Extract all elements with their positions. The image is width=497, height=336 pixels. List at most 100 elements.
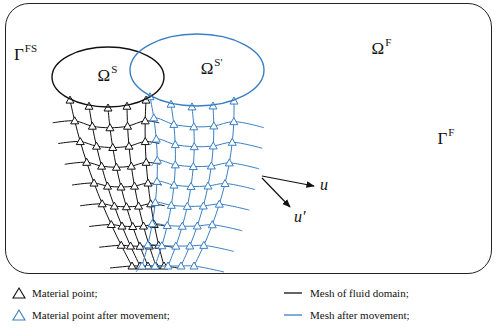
material-point: [189, 163, 197, 170]
displacement-label: u': [292, 208, 307, 226]
material-point: [153, 156, 161, 163]
legend-text: Material point;: [32, 287, 98, 299]
ellipse-outline: [129, 33, 265, 107]
legend-sample: [12, 308, 26, 322]
material-point: [106, 124, 114, 131]
material-point: [215, 200, 223, 207]
material-point: [127, 242, 135, 249]
material-point: [124, 122, 132, 129]
material-point: [90, 179, 98, 186]
material-point: [199, 202, 207, 209]
legend-sample: [282, 286, 304, 300]
material-point: [167, 201, 175, 208]
ellipse-outline: [130, 34, 264, 106]
solid-domain: ΩS': [129, 33, 265, 107]
mesh-line: [150, 139, 262, 148]
material-point: [104, 104, 112, 111]
material-point: [151, 262, 159, 269]
material-point: [129, 223, 137, 230]
domain-symbol: ΓF: [438, 130, 455, 149]
material-point: [118, 222, 126, 229]
material-point: [230, 118, 238, 125]
material-point: [144, 241, 152, 248]
material-point: [177, 262, 185, 269]
mesh-line: [168, 107, 194, 266]
material-point: [117, 183, 125, 190]
displacement-arrow: [262, 176, 314, 186]
material-point: [135, 202, 143, 209]
material-point: [127, 162, 135, 169]
material-point: [128, 262, 136, 269]
mesh-line: [70, 100, 132, 266]
material-point: [104, 182, 112, 189]
solid-domain: ΩS: [51, 46, 165, 108]
material-point: [171, 161, 179, 168]
material-point: [117, 241, 125, 248]
material-point: [190, 123, 198, 130]
displacement-label: u: [318, 176, 330, 194]
legend-sample: [282, 308, 304, 322]
material-point: [172, 242, 180, 249]
legend-text: Material point after movement;: [32, 309, 170, 321]
legend-entry: Material point after movement;: [12, 308, 170, 322]
material-point: [125, 142, 133, 149]
material-point: [83, 158, 91, 165]
material-point: [158, 242, 166, 249]
material-point: [190, 262, 198, 269]
material-point: [71, 117, 79, 124]
displacement-arrow: [262, 178, 290, 207]
material-point: [136, 242, 144, 249]
material-point: [153, 177, 161, 184]
material-point: [178, 222, 186, 229]
mesh-line: [151, 181, 255, 189]
material-point: [193, 222, 201, 229]
material-point: [210, 122, 218, 129]
legend-entry: Material point;: [12, 286, 98, 300]
material-point: [171, 141, 179, 148]
material-point: [142, 158, 150, 165]
material-point: [109, 144, 117, 151]
material-point: [170, 120, 178, 127]
material-point: [112, 163, 120, 170]
ellipse-outline: [52, 47, 164, 107]
material-point: [225, 159, 233, 166]
material-point: [208, 221, 216, 228]
material-point: [170, 181, 178, 188]
material-point: [209, 142, 217, 149]
material-point: [187, 182, 195, 189]
legend-entry: Mesh of fluid domain;: [282, 286, 409, 300]
material-point: [151, 199, 159, 206]
material-point: [164, 262, 172, 269]
material-point: [186, 242, 194, 249]
material-point: [163, 222, 171, 229]
material-point: [190, 143, 198, 150]
material-point: [148, 220, 156, 227]
material-point: [150, 114, 158, 121]
mesh-line: [148, 118, 264, 128]
material-point: [93, 142, 101, 149]
material-point: [183, 202, 191, 209]
legend-sample: [12, 286, 26, 300]
material-point: [221, 180, 229, 187]
material-point: [88, 122, 96, 129]
domain-symbol: ΩF: [372, 40, 392, 59]
material-point: [204, 182, 212, 189]
boundary-symbol: ΓFS: [14, 46, 37, 65]
material-point: [131, 182, 139, 189]
legend-text: Mesh of fluid domain;: [310, 287, 409, 299]
mesh-line: [149, 202, 249, 210]
material-point: [140, 222, 148, 229]
mesh-line: [151, 160, 259, 169]
material-point: [107, 221, 115, 228]
material-point: [188, 103, 196, 110]
material-point: [141, 138, 149, 145]
mesh-line: [89, 106, 140, 266]
material-point: [98, 200, 106, 207]
material-point: [200, 241, 208, 248]
material-point: [207, 162, 215, 169]
material-point: [138, 262, 146, 269]
domain-symbol: ΩS': [201, 60, 223, 79]
material-point: [76, 138, 84, 145]
material-point: [122, 203, 130, 210]
material-point: [98, 162, 106, 169]
